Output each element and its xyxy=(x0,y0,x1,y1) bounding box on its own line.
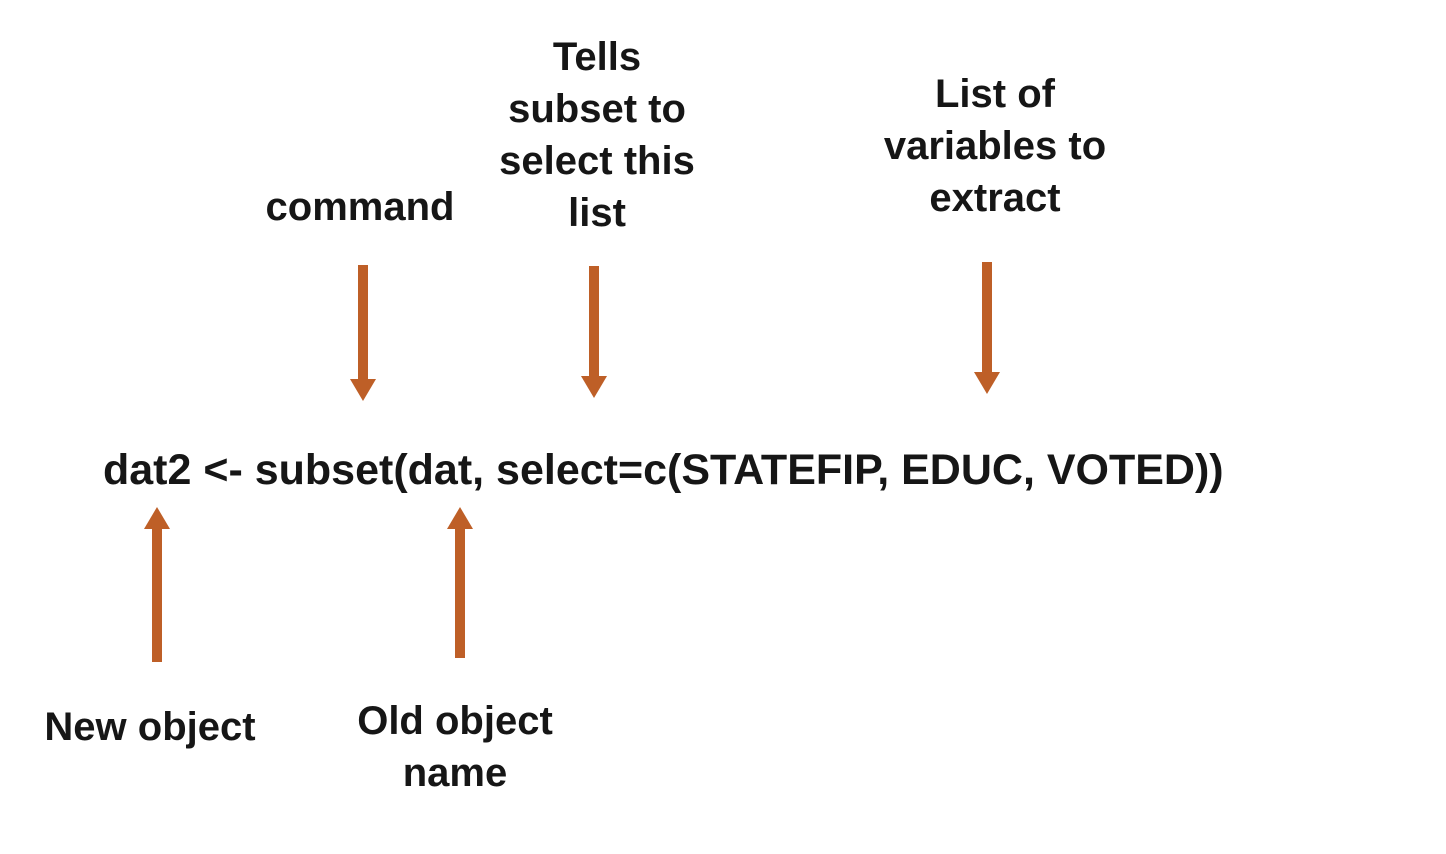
annotation-variable-list-label: List of variables to extract xyxy=(883,72,1107,220)
annotation-new-object-label: New object xyxy=(44,705,256,749)
code-line: dat2 <- subset(dat, select=c(STATEFIP, E… xyxy=(103,446,1224,494)
annotation-old-object-label: Old object name xyxy=(357,699,553,795)
arrow-up-new-object-icon xyxy=(144,507,170,662)
arrow-down-variable-list-icon xyxy=(974,262,1000,394)
arrow-down-select-icon xyxy=(581,266,607,398)
arrow-down-command-icon xyxy=(350,265,376,401)
annotation-select-argument-label: Tells subset to select this list xyxy=(499,35,695,235)
annotation-command-label: command xyxy=(265,185,455,229)
arrow-up-old-object-icon xyxy=(447,507,473,658)
